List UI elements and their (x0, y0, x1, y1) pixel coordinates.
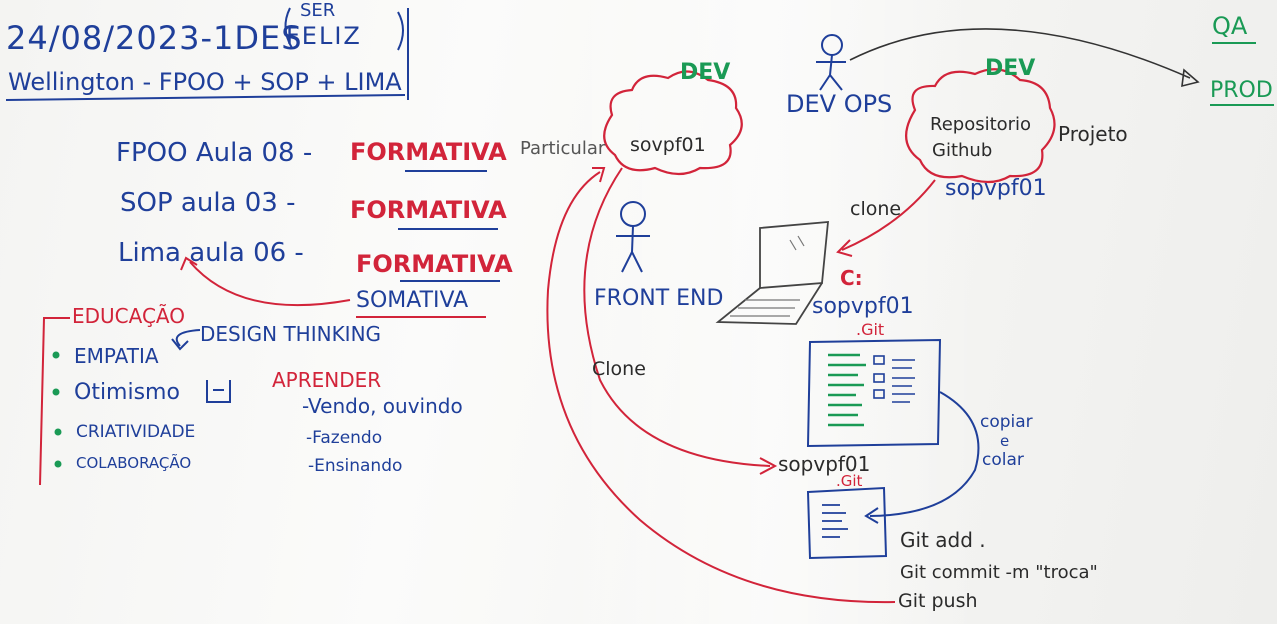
schedule-tag-lima: FORMATIVA (356, 250, 513, 278)
header-feliz: FELIZ (286, 22, 362, 50)
header-ser: SER (300, 0, 336, 21)
schedule-subject-fpoo: FPOO Aula 08 - (116, 138, 313, 168)
educacao-item-colaboracao: COLABORAÇÃO (76, 454, 192, 472)
aprender-item-vendo: -Vendo, ouvindo (302, 394, 463, 418)
educacao-item-otimismo: Otimismo (74, 380, 180, 405)
git-folder-top: .Git (856, 320, 885, 339)
repo-line2: Github (932, 140, 993, 161)
underline (1210, 104, 1274, 106)
colar-label: colar (982, 450, 1024, 470)
e-label: e (1000, 432, 1010, 450)
educacao-item-empatia: EMPATIA (74, 344, 159, 368)
underline (400, 280, 500, 282)
schedule-tag-sop: FORMATIVA (350, 196, 507, 224)
schedule-subject-lima: Lima aula 06 - (118, 238, 304, 268)
github-repo-name: sopvpf01 (945, 176, 1047, 201)
underline (398, 228, 498, 230)
educacao-item-criatividade: CRIATIVIDADE (76, 422, 196, 442)
cloud-repo-name: sovpf01 (630, 134, 706, 156)
aprender-title: APRENDER (272, 368, 382, 392)
dev-label-left: DEV (680, 60, 731, 85)
drive-label: C: (840, 266, 863, 290)
cmd-git-add: Git add . (900, 528, 986, 552)
frontend-label: FRONT END (594, 286, 724, 311)
light-glare (560, 0, 980, 624)
clone-label-top: clone (850, 198, 902, 220)
underline (356, 316, 486, 318)
particular-label: Particular (520, 138, 606, 159)
underline (405, 170, 487, 172)
aprender-item-ensinando: -Ensinando (308, 456, 403, 476)
schedule-subject-sop: SOP aula 03 - (120, 188, 296, 218)
repo-line1: Repositorio (930, 114, 1032, 135)
header-date-class: 24/08/2023-1DES (6, 19, 303, 57)
devops-label: DEV OPS (786, 90, 893, 118)
aprender-item-fazendo: -Fazendo (306, 428, 383, 448)
qa-label: QA (1212, 12, 1248, 40)
projeto-label: Projeto (1058, 122, 1128, 146)
underline (1212, 42, 1256, 44)
somativa-label: SOMATIVA (356, 288, 469, 313)
header-teacher-subjects: Wellington - FPOO + SOP + LIMA (8, 68, 402, 96)
git-folder-bottom: .Git (836, 472, 863, 490)
local-folder-bottom: sopvpf01 (778, 452, 871, 476)
clone-label-left: Clone (592, 358, 646, 380)
prod-label: PROD (1210, 78, 1273, 103)
design-thinking: DESIGN THINKING (200, 322, 382, 346)
cmd-git-push: Git push (898, 590, 978, 612)
copiar-label: copiar (980, 412, 1033, 432)
local-folder-top: sopvpf01 (812, 294, 914, 319)
cmd-git-commit: Git commit -m "troca" (900, 562, 1098, 583)
schedule-tag-fpoo: FORMATIVA (350, 138, 507, 166)
educacao-title: EDUCAÇÃO (72, 304, 186, 328)
dev-label-right: DEV (985, 56, 1036, 81)
